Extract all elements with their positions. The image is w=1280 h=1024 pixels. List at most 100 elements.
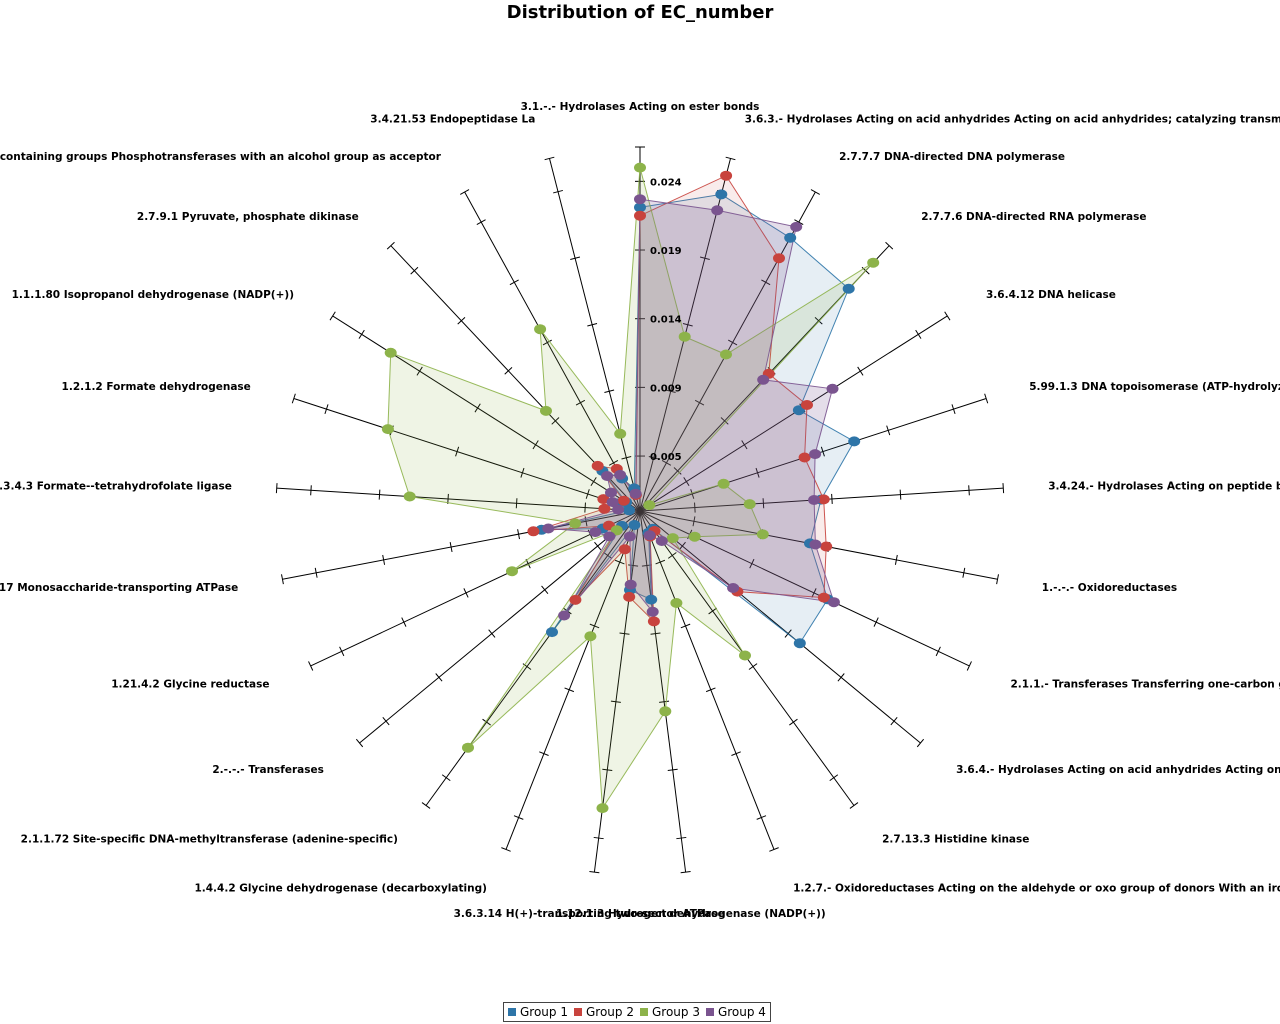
data-point-group-2 <box>591 460 604 471</box>
data-point-group-4 <box>558 610 571 621</box>
data-point-group-4 <box>711 205 724 216</box>
data-point-group-4 <box>809 539 822 550</box>
data-point-group-4 <box>601 471 614 481</box>
radar-tick-mark <box>916 738 925 748</box>
data-point-group-4 <box>605 487 617 498</box>
radar-tick-mark <box>756 815 767 820</box>
radar-tick-mark <box>962 567 966 578</box>
radar-tick-mark <box>755 467 760 478</box>
radar-tick-mark <box>382 554 386 565</box>
radar-tick-mark <box>676 836 687 840</box>
radar-tick-mark <box>520 467 525 478</box>
radar-tick-mark <box>810 189 820 195</box>
radar-tick-mark <box>708 607 718 615</box>
category-label: 6.3.4.3 Formate--tetrahydrofolate ligase <box>0 481 232 493</box>
data-point-group-1 <box>848 436 861 447</box>
radar-tick-mark <box>329 311 336 321</box>
radar-tick-mark <box>837 673 845 682</box>
radar-tick-mark <box>449 542 453 553</box>
radar-tick-mark <box>831 493 833 504</box>
data-point-group-3 <box>659 706 672 717</box>
category-label: 1.21.4.2 Glycine reductase <box>111 678 269 690</box>
data-point-group-4 <box>643 530 656 541</box>
chart-title: Distribution of EC_number <box>507 2 774 23</box>
radar-tick-mark <box>564 687 575 693</box>
radar-tick-mark <box>488 629 496 638</box>
radar-tick-mark <box>584 502 586 513</box>
radar-tick-mark <box>501 847 511 852</box>
data-point-group-1 <box>634 202 646 213</box>
radar-tick-label: 0.024 <box>650 177 682 188</box>
data-point-group-1 <box>842 283 855 294</box>
radar-tick-mark <box>789 718 798 726</box>
radar-spoke <box>639 510 687 873</box>
radar-tick-mark <box>690 489 695 499</box>
data-point-group-2 <box>720 170 733 181</box>
radar-tick-mark <box>673 467 682 475</box>
data-point-group-2 <box>527 526 540 537</box>
data-point-group-4 <box>809 449 822 460</box>
data-point-group-4 <box>629 488 642 499</box>
data-point-group-3 <box>688 531 701 542</box>
radar-tick-mark <box>460 189 470 195</box>
radar-tick-mark <box>682 323 693 327</box>
radar-tick-mark <box>339 646 345 657</box>
radar-tick-mark <box>966 661 972 671</box>
category-label: 2.7.9.1 Pyruvate, phosphate dikinase <box>137 211 359 223</box>
radar-tick-mark <box>482 718 491 726</box>
category-label: 3.17 Monosaccharide-transporting ATPase <box>0 582 238 594</box>
radar-tick-mark <box>694 399 705 406</box>
category-label: 2.-.-.- Transferases <box>212 764 324 776</box>
data-point-group-4 <box>826 383 839 394</box>
data-point-group-2 <box>597 494 610 505</box>
radar-tick-mark <box>996 574 999 585</box>
radar-tick-mark <box>857 366 864 376</box>
data-point-group-3 <box>717 478 730 489</box>
radar-tick-mark <box>655 559 666 565</box>
radar-tick-mark <box>935 646 941 657</box>
radar-tick-mark <box>539 751 549 756</box>
radar-tick-mark <box>541 585 549 594</box>
radar-tick-mark <box>984 393 989 404</box>
legend-label-group-3: Group 3 <box>651 1005 700 1019</box>
radar-tick-mark <box>587 323 598 327</box>
radar-tick-mark <box>378 489 381 500</box>
category-label: ous-containing groups Phosphotransferase… <box>0 151 442 163</box>
radar-tick-mark <box>401 617 407 627</box>
data-point-group-2 <box>801 400 813 410</box>
data-point-group-3 <box>540 405 552 416</box>
radar-tick-mark <box>659 700 670 703</box>
radar-tick-mark <box>899 489 902 500</box>
data-point-group-2 <box>798 452 811 463</box>
radar-tick-mark <box>608 460 619 466</box>
radar-tick-label: 0.005 <box>650 452 682 463</box>
radar-tick-mark <box>504 367 513 375</box>
radar-spoke <box>332 315 641 512</box>
legend-label-group-4: Group 4 <box>717 1005 766 1019</box>
radar-tick-mark <box>829 774 839 782</box>
data-point-group-4 <box>612 504 625 515</box>
data-point-group-3 <box>596 803 609 814</box>
data-point-group-3 <box>610 525 623 536</box>
radar-tick-mark <box>463 588 469 598</box>
data-point-group-3 <box>739 650 751 661</box>
data-point-group-2 <box>817 592 830 603</box>
radar-tick-mark <box>683 477 690 487</box>
data-point-group-2 <box>623 591 636 602</box>
data-point-group-3 <box>743 499 756 510</box>
radar-tick-mark <box>680 871 691 874</box>
data-point-group-4 <box>542 523 555 534</box>
data-point-group-4 <box>634 194 646 205</box>
radar-spoke <box>464 191 641 512</box>
data-point-group-3 <box>634 162 646 173</box>
radar-tick-mark <box>890 716 898 726</box>
data-point-group-3 <box>720 349 732 360</box>
radar-tick-mark <box>951 404 956 415</box>
radar-spoke <box>548 158 641 512</box>
data-point-group-2 <box>634 210 646 221</box>
data-point-group-2 <box>569 594 582 605</box>
radar-tick-mark <box>761 279 771 286</box>
data-point-group-4 <box>646 606 659 617</box>
data-point-group-1 <box>623 505 635 516</box>
radar-tick-mark <box>275 483 278 494</box>
